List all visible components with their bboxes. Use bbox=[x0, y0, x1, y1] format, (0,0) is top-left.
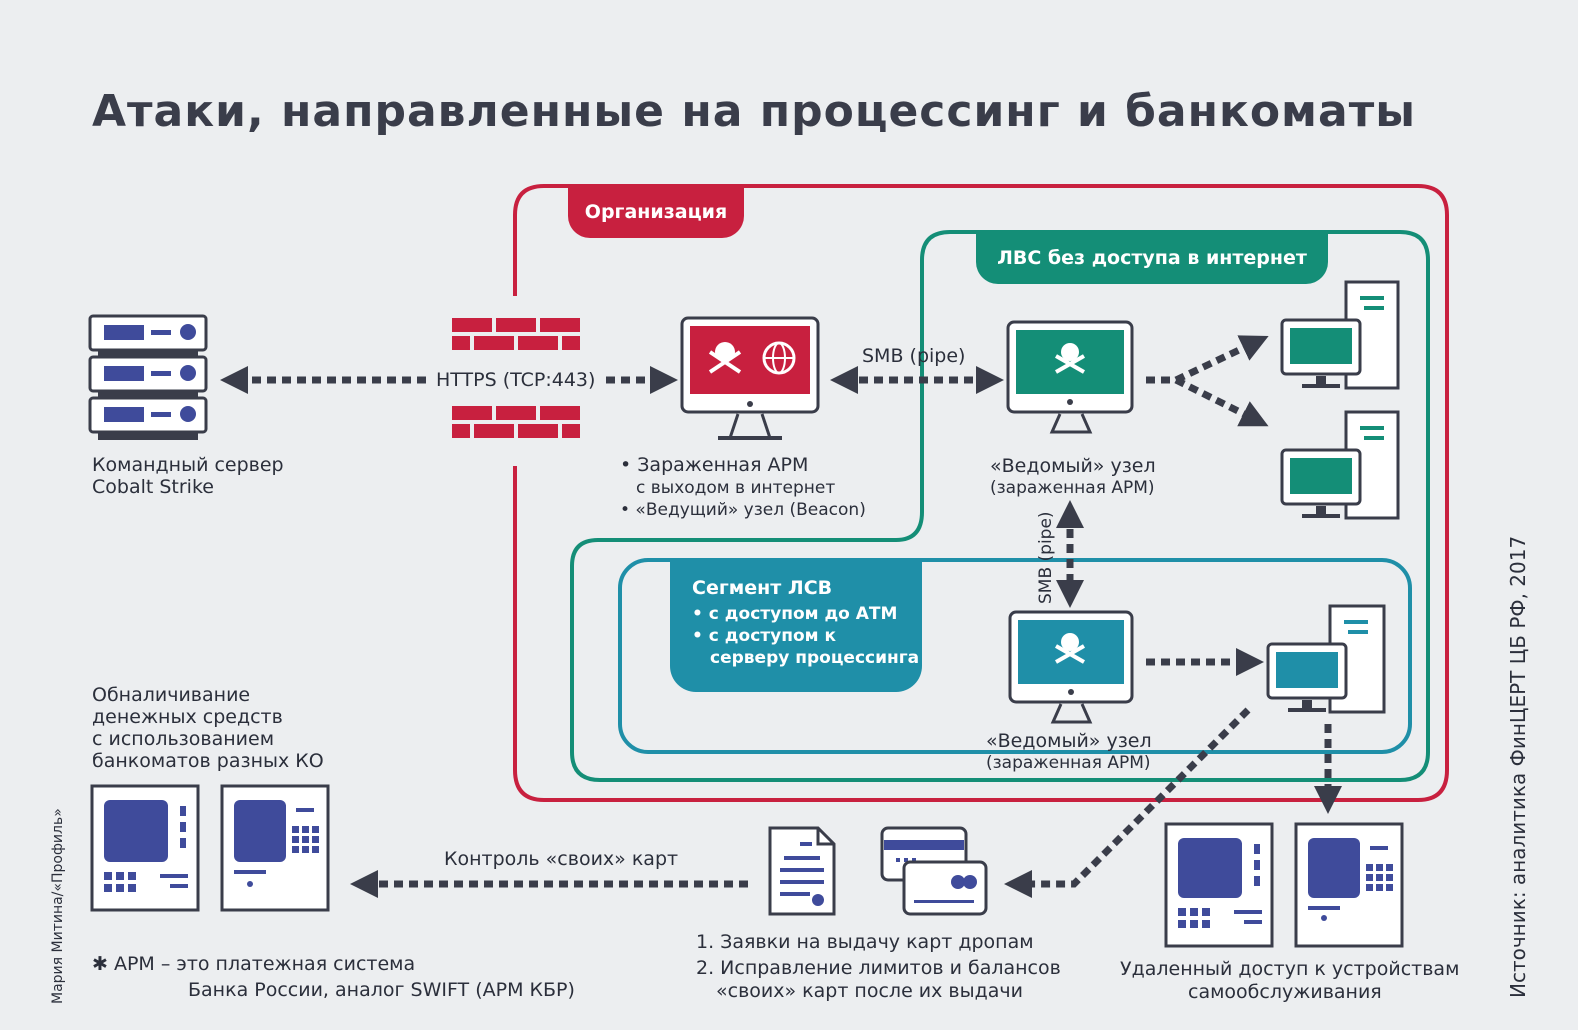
firewall-bottom-icon bbox=[452, 406, 580, 438]
cashout-label-line2: денежных средств bbox=[92, 706, 283, 728]
step2-label-line2: «своих» карт после их выдачи bbox=[716, 980, 1023, 1002]
atm-left-2-icon bbox=[220, 784, 330, 912]
cnc-label-line2: Cobalt Strike bbox=[92, 476, 214, 498]
segment-title: Сегмент ЛСВ bbox=[692, 577, 833, 599]
slave1-label-line1: «Ведомый» узел bbox=[990, 455, 1156, 477]
page-title: Атаки, направленные на процессинг и банк… bbox=[92, 86, 1417, 137]
slave-node-1-icon bbox=[1006, 320, 1134, 434]
card-control-label: Контроль «своих» карт bbox=[444, 848, 679, 870]
source-label: Источник: аналитика ФинЦЕРТ ЦБ РФ, 2017 bbox=[1506, 535, 1530, 998]
segment-item-atm: • с доступом до АТМ bbox=[692, 603, 898, 624]
processing-pc-icon bbox=[1266, 604, 1386, 714]
atm-left-1-icon bbox=[90, 784, 200, 912]
arrow-spread-top bbox=[1146, 335, 1269, 384]
cashout-label-line1: Обналичивание bbox=[92, 684, 251, 706]
footnote-line2: Банка России, аналог SWIFT (АРМ КБР) bbox=[188, 979, 575, 1001]
remote-label-line2: самообслуживания bbox=[1188, 981, 1382, 1003]
segment-item-processing: • с доступом к bbox=[692, 625, 836, 646]
step2-label-line1: 2. Исправление лимитов и балансов bbox=[696, 957, 1061, 979]
cashout-label-line4: банкоматов разных КО bbox=[92, 750, 324, 772]
lan-label: ЛВС без доступа в интернет bbox=[976, 232, 1328, 284]
slave2-label-line1: «Ведомый» узел bbox=[986, 730, 1152, 752]
cnc-label-line1: Командный сервер bbox=[92, 454, 284, 476]
infected-label-line2: с выходом в интернет bbox=[636, 478, 836, 498]
organization-label: Организация bbox=[568, 186, 744, 238]
lan-pc-bottom-icon bbox=[1280, 410, 1400, 520]
infected-label-line1: • Зараженная АРМ bbox=[620, 454, 809, 476]
firewall-top-icon bbox=[452, 318, 580, 350]
footnote-line1: ✱ АРМ – это платежная система bbox=[92, 953, 416, 975]
remote-label-line1: Удаленный доступ к устройствам bbox=[1120, 958, 1460, 980]
lan-pc-top-icon bbox=[1280, 280, 1400, 390]
segment-item-processing-cont: серверу процессинга bbox=[710, 647, 920, 668]
cashout-label-line3: с использованием bbox=[92, 728, 275, 750]
atm-right-1-icon bbox=[1164, 822, 1274, 948]
slave-node-2-icon bbox=[1008, 610, 1134, 724]
infected-label-line3: • «Ведущий» узел (Beacon) bbox=[620, 500, 866, 520]
segment-frame bbox=[618, 558, 1412, 754]
step1-label: 1. Заявки на выдачу карт дропам bbox=[696, 931, 1034, 953]
slave1-label-line2: (зараженная АРМ) bbox=[990, 478, 1155, 498]
segment-label: Сегмент ЛСВ • с доступом до АТМ • с дост… bbox=[670, 560, 922, 692]
atm-right-2-icon bbox=[1294, 822, 1404, 948]
lan-frame bbox=[570, 230, 1430, 782]
smb-pipe-label: SMB (pipe) bbox=[862, 345, 966, 367]
credit-label: Мария Митина/«Профиль» bbox=[50, 808, 66, 1004]
slave2-label-line2: (зараженная АРМ) bbox=[986, 753, 1151, 773]
infected-workstation-icon bbox=[680, 316, 820, 440]
arrow-to-cards bbox=[1004, 707, 1251, 898]
document-icon bbox=[768, 826, 836, 916]
arrow-spread-bottom bbox=[1174, 376, 1269, 427]
smb-pipe-vertical-label: SMB (pipe) bbox=[1036, 511, 1056, 604]
organization-frame bbox=[513, 184, 1449, 802]
cards-icon bbox=[880, 826, 988, 916]
https-label: HTTPS (TCP:443) bbox=[436, 369, 596, 391]
server-icon bbox=[88, 314, 208, 440]
